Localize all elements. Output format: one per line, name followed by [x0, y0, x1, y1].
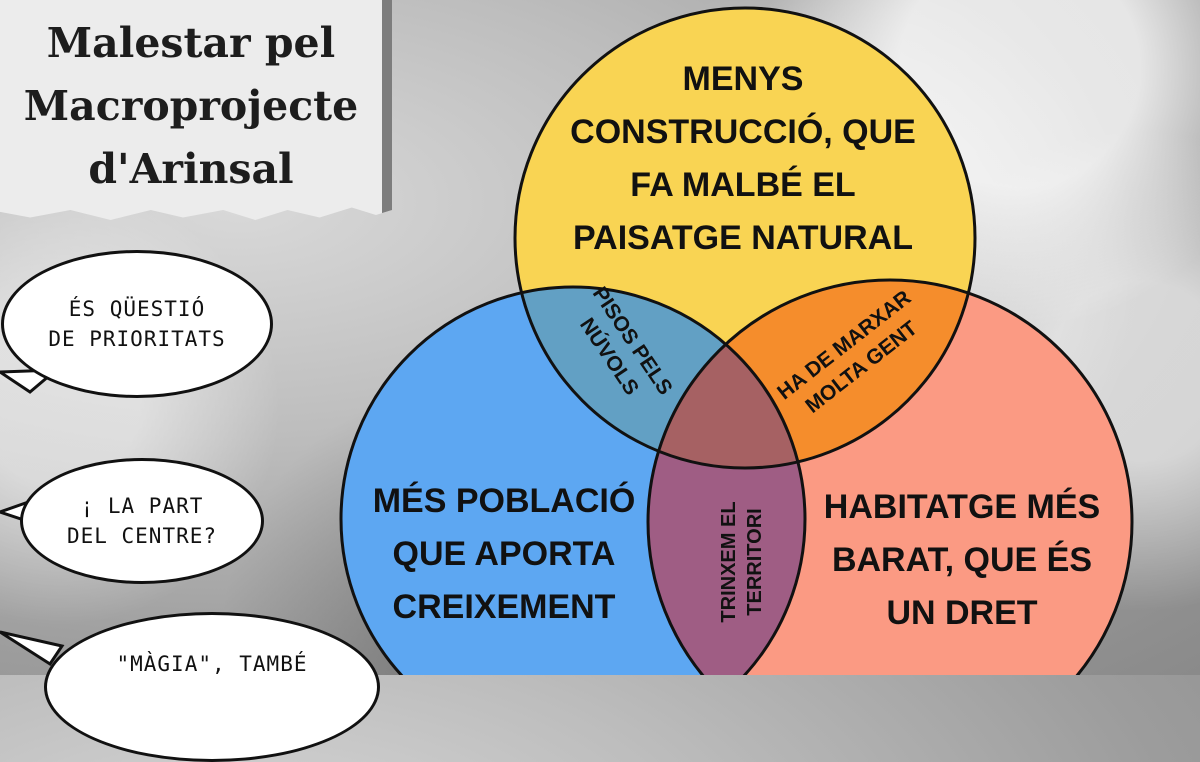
- page-title: Malestar pel Macroprojecte d'Arinsal: [12, 12, 370, 201]
- venn-label-top: MENYS CONSTRUCCIÓ, QUE FA MALBÉ EL PAISA…: [570, 60, 916, 257]
- venn-text: QUE APORTA: [393, 535, 616, 573]
- venn-text: MENYS: [683, 60, 804, 98]
- venn-outline-left: [339, 285, 807, 675]
- venn-diagram: MENYS CONSTRUCCIÓ, QUE FA MALBÉ EL PAISA…: [339, 6, 1134, 675]
- venn-text: MÉS POBLACIÓ: [373, 482, 636, 520]
- venn-outline-top: [513, 6, 977, 470]
- bubble-text: "MÀGIA", TAMBÉ: [116, 652, 308, 676]
- venn-text: UN DRET: [886, 594, 1037, 632]
- speech-bubble: ÉS QÜESTIÓ DE PRIORITATS: [1, 250, 273, 398]
- bubble-text: DEL CENTRE?: [66, 524, 218, 548]
- venn-outline-right: [646, 278, 1134, 675]
- bubble-text: ÉS QÜESTIÓ: [68, 297, 206, 321]
- title-line: Macroprojecte: [23, 82, 359, 130]
- venn-text: TRINXEM EL: [718, 501, 740, 622]
- venn-label-right: HABITATGE MÉS BARAT, QUE ÉS UN DRET: [824, 488, 1100, 632]
- bubble-text: ¡ LA PART: [80, 494, 204, 518]
- venn-text: BARAT, QUE ÉS: [832, 541, 1092, 579]
- venn-text: CREIXEMENT: [393, 588, 616, 626]
- speech-bubble: ¡ LA PART DEL CENTRE?: [20, 458, 264, 584]
- venn-label-left-right: TRINXEM EL TERRITORI: [718, 501, 766, 622]
- title-card: Malestar pel Macroprojecte d'Arinsal: [0, 0, 392, 220]
- venn-text: HABITATGE MÉS: [824, 488, 1100, 526]
- venn-overlap-center: [648, 287, 805, 468]
- venn-text: CONSTRUCCIÓ, QUE: [570, 113, 916, 151]
- bubble-text: DE PRIORITATS: [48, 327, 226, 351]
- bubble-tail: [0, 630, 65, 667]
- title-line: Malestar pel: [46, 19, 336, 67]
- venn-text: PAISATGE NATURAL: [573, 219, 913, 257]
- venn-text: FA MALBÉ EL: [630, 166, 855, 204]
- venn-text: TERRITORI: [744, 508, 766, 615]
- venn-label-left: MÉS POBLACIÓ QUE APORTA CREIXEMENT: [373, 482, 636, 626]
- title-line: d'Arinsal: [88, 145, 294, 193]
